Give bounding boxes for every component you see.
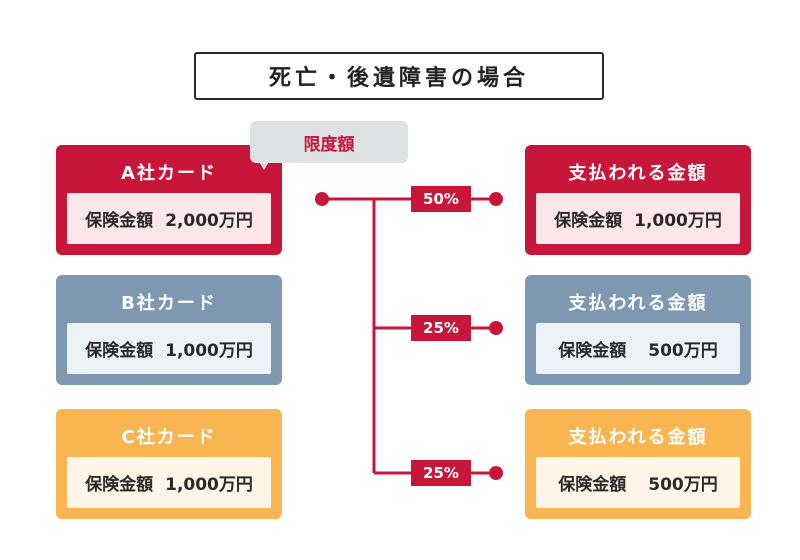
- card-a-amount: 2,000万円: [165, 211, 253, 231]
- payout-card-1-amount: 1,000万円: [634, 211, 722, 231]
- card-b: B社カード 保険金額 1,000万円: [56, 275, 282, 385]
- payout-card-3: 支払われる金額 保険金額 500万円: [525, 409, 751, 519]
- payout-card-2: 支払われる金額 保険金額 500万円: [525, 275, 751, 385]
- card-b-amount-box: 保険金額 1,000万円: [67, 323, 271, 374]
- card-c-label: 保険金額: [85, 475, 154, 495]
- connector-start-dot: [315, 192, 329, 206]
- ratio-badge-3: 25%: [411, 460, 471, 486]
- payout-card-3-label: 保険金額: [558, 475, 627, 495]
- connector-end-dot-2: [489, 321, 503, 335]
- payout-card-3-title: 支払われる金額: [568, 427, 708, 448]
- payout-card-2-amount: 500万円: [648, 341, 718, 361]
- payout-card-2-title: 支払われる金額: [568, 293, 708, 314]
- payout-card-1-amount-box: 保険金額 1,000万円: [536, 193, 740, 244]
- card-a: A社カード 保険金額 2,000万円: [56, 145, 282, 255]
- card-c-amount: 1,000万円: [165, 475, 253, 495]
- card-c-amount-box: 保険金額 1,000万円: [67, 457, 271, 508]
- card-b-label: 保険金額: [85, 341, 154, 361]
- payout-card-3-amount-box: 保険金額 500万円: [536, 457, 740, 508]
- card-b-title: B社カード: [121, 293, 217, 314]
- card-a-label: 保険金額: [85, 211, 154, 231]
- ratio-badge-2: 25%: [411, 315, 471, 341]
- card-c-title: C社カード: [121, 427, 217, 448]
- payout-card-1: 支払われる金額 保険金額 1,000万円: [525, 145, 751, 255]
- payout-card-3-amount: 500万円: [648, 475, 718, 495]
- payout-card-2-label: 保険金額: [558, 341, 627, 361]
- page-title: 死亡・後遺障害の場合: [194, 52, 604, 100]
- card-a-title: A社カード: [121, 163, 217, 184]
- limit-callout: 限度額: [250, 121, 408, 163]
- card-b-amount: 1,000万円: [165, 341, 253, 361]
- card-a-amount-box: 保険金額 2,000万円: [67, 193, 271, 244]
- limit-callout-tail: [258, 160, 270, 170]
- connector-end-dot-1: [489, 192, 503, 206]
- ratio-badge-1: 50%: [411, 186, 471, 212]
- card-c: C社カード 保険金額 1,000万円: [56, 409, 282, 519]
- payout-card-1-label: 保険金額: [554, 211, 623, 231]
- payout-card-2-amount-box: 保険金額 500万円: [536, 323, 740, 374]
- payout-card-1-title: 支払われる金額: [568, 163, 708, 184]
- connector-end-dot-3: [489, 466, 503, 480]
